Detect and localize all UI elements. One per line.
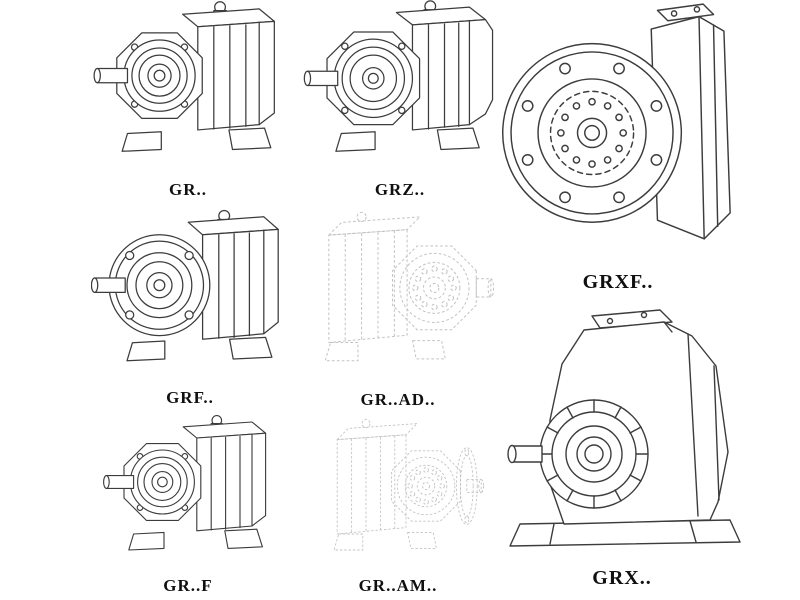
model-label-grff: GR..F: [163, 576, 213, 595]
gearbox-figure-grff: GR..F: [88, 414, 288, 600]
gearbox-figure-grx: GRX..: [492, 298, 752, 592]
model-label-grf: GRF..: [166, 388, 214, 407]
gearbox-figure-gram: GR..AM..: [292, 414, 504, 600]
helical-gearbox-flange-mounted-drawing: [88, 206, 292, 386]
gearbox-figure-grz: GRZ..: [298, 0, 502, 204]
helical-gearbox-foot-mounted-drawing: [88, 0, 288, 178]
model-label-gr: GR..: [169, 180, 207, 199]
model-label-gram: GR..AM..: [358, 576, 438, 595]
gearbox-figure-grad: GR..AD..: [292, 206, 504, 414]
gearbox-figure-gr: GR..: [88, 0, 288, 204]
model-label-grz: GRZ..: [374, 180, 426, 199]
model-label-grxf: GRXF..: [582, 271, 654, 293]
helical-gearbox-flange-front-drawing: [492, 0, 744, 270]
helical-gearbox-large-foot-drawing: [492, 298, 752, 566]
helical-gearbox-input-adapter-drawing: [292, 206, 504, 388]
model-label-grx: GRX..: [592, 567, 652, 589]
helical-gearbox-motor-flange-drawing: [292, 414, 504, 574]
gearbox-figure-grxf: GRXF..: [492, 0, 744, 296]
model-label-grad: GR..AD..: [360, 390, 436, 409]
helical-gearbox-foot-mounted-drawing: [298, 0, 502, 178]
gearbox-figure-grf: GRF..: [88, 206, 292, 412]
helical-gearbox-foot-flange-drawing: [88, 414, 288, 574]
